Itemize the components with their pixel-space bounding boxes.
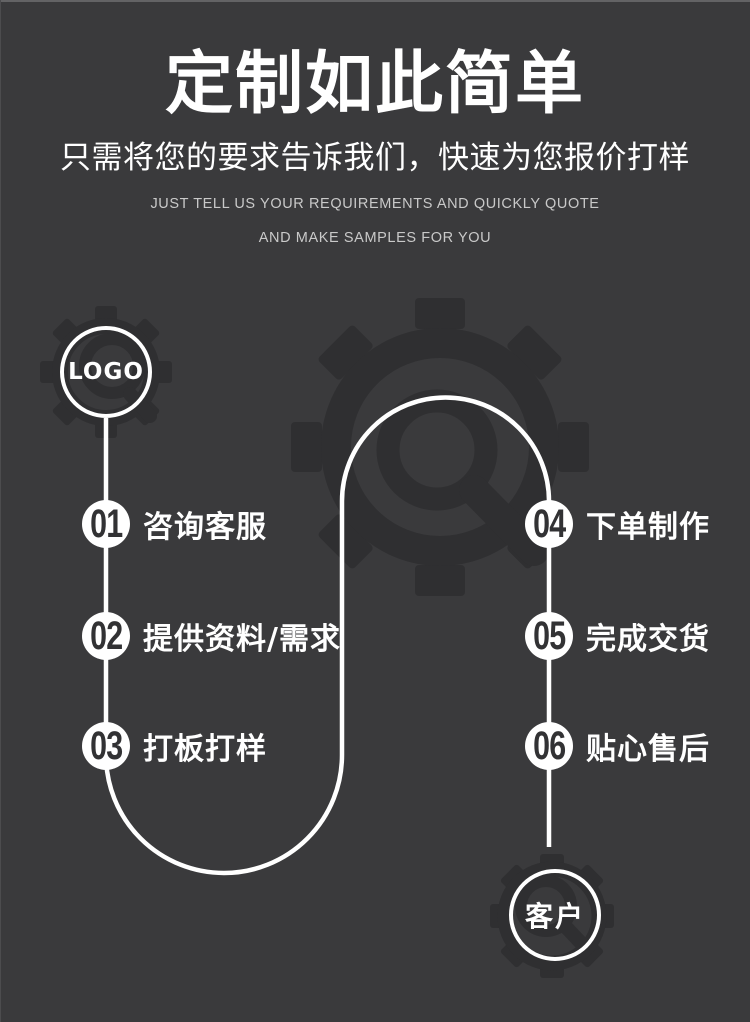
magnifier-watermark-icon [376,389,549,566]
step-number-badge: 02 [82,612,130,660]
flow-step-3: 03 打板打样 [82,722,267,770]
tagline-line1: JUST TELL US YOUR REQUIREMENTS AND QUICK… [150,196,600,212]
step-number: 05 [532,614,566,658]
customer-label: 客户 [524,900,585,933]
step-number-badge: 05 [525,612,573,660]
step-label: 下单制作 [586,510,710,545]
flow-step-1: 01 咨询客服 [82,500,267,548]
page-title: 定制如此简单 [164,44,585,124]
step-number-badge: 04 [525,500,573,548]
top-edge-highlight [0,0,750,2]
logo-label: LOGO [68,359,144,385]
customer-node: 客户 [509,869,601,961]
flow-step-4: 04 下单制作 [525,500,710,548]
step-number-badge: 03 [82,722,130,770]
flow-path-line [103,395,552,876]
step-number: 01 [89,502,123,546]
step-label: 完成交货 [586,622,710,657]
step-number: 04 [532,502,566,546]
step-label: 提供资料/需求 [143,622,341,657]
gear-watermark-icon [291,298,589,596]
page-subtitle: 只需将您的要求告诉我们，快速为您报价打样 [60,140,690,176]
flow-step-5: 05 完成交货 [525,612,710,660]
tagline-line2: AND MAKE SAMPLES FOR YOU [258,230,492,246]
step-number: 02 [89,614,123,658]
step-number: 03 [89,724,123,768]
step-number-badge: 01 [82,500,130,548]
step-number: 06 [532,724,566,768]
step-label: 打板打样 [143,732,267,767]
flow-step-2: 02 提供资料/需求 [82,612,341,660]
step-number-badge: 06 [525,722,573,770]
logo-node: LOGO [60,326,152,418]
left-edge-highlight [0,0,1,1022]
flow-step-6: 06 贴心售后 [525,722,710,770]
step-label: 贴心售后 [586,732,710,767]
step-label: 咨询客服 [143,510,267,545]
